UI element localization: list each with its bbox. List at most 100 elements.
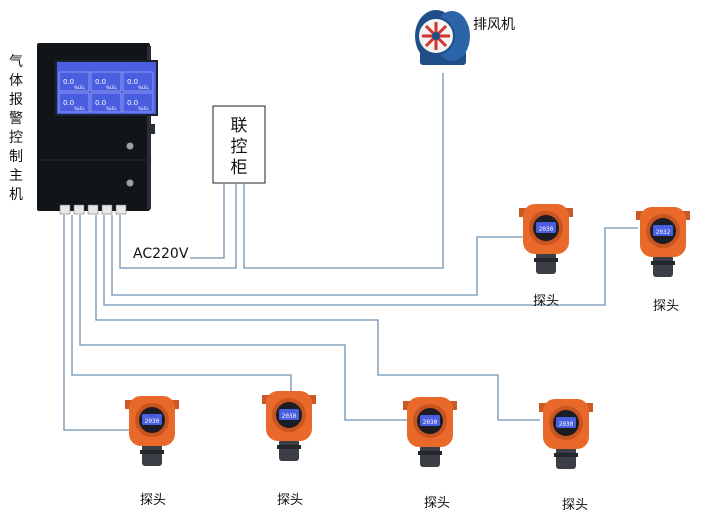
detector-display <box>653 225 673 236</box>
controller-title-char: 报 <box>9 92 23 108</box>
cabinet-label: 联控柜 <box>231 116 248 178</box>
controller-title-char: 主 <box>9 168 23 184</box>
fan-label: 排风机 <box>473 17 515 33</box>
detector-display-value: 2032 <box>656 229 671 236</box>
detector-boss <box>262 395 270 404</box>
detector-display <box>420 415 440 426</box>
screen-cell-value: 0.0 <box>127 78 138 86</box>
screen-cell-value: 0.0 <box>127 99 138 107</box>
detector-display-value: 2030 <box>145 418 160 425</box>
detector-boss <box>403 401 411 410</box>
screen-cell-unit: %LEL <box>74 85 86 90</box>
controller-cable-glands <box>59 204 127 215</box>
detector-display-value: 2030 <box>559 421 574 428</box>
detector-label-6: 探头 <box>653 299 680 314</box>
gas-alarm-controller: 0.0%LEL0.0%LEL0.0%LEL0.0%LEL0.0%LEL0.0%L… <box>9 43 158 215</box>
cabinet-label-char: 联 <box>231 116 248 136</box>
detector-boss <box>636 211 644 220</box>
screen-cell-value: 0.0 <box>63 78 74 86</box>
wire-detector-4 <box>95 215 540 421</box>
screen-cell-value: 0.0 <box>95 99 106 107</box>
gas-detector: 2030 <box>403 397 457 467</box>
detector-boss <box>449 401 457 410</box>
controller-hinge <box>151 124 155 134</box>
detector-display-value: 2030 <box>282 413 297 420</box>
cabinet-label-char: 柜 <box>231 158 248 178</box>
power-label: AC220V <box>133 246 189 262</box>
screen-cell <box>58 71 90 92</box>
wire-detector-2 <box>71 215 292 395</box>
detector-display-value: 2030 <box>423 419 438 426</box>
controller-screen <box>57 62 156 114</box>
detector-sensor-ring <box>554 453 578 457</box>
gas-detector: 2030 <box>539 399 593 469</box>
detector-label-3: 探头 <box>424 496 451 511</box>
fan-hub <box>432 32 440 40</box>
wire-detector-3 <box>79 215 408 421</box>
detector-sensor-ring <box>534 258 558 262</box>
gas-detector: 2030 <box>519 204 573 274</box>
screen-cell-unit: %LEL <box>138 106 150 111</box>
screen-cell-value: 0.0 <box>95 78 106 86</box>
detector-boss <box>565 208 573 217</box>
detector-sensor-ring <box>651 261 675 265</box>
controller-title-char: 控 <box>9 130 23 146</box>
detector-sensor-head <box>653 255 673 277</box>
detector-label-2: 探头 <box>277 493 304 508</box>
controller-title-char: 气 <box>9 54 23 70</box>
controller-lock <box>126 142 134 150</box>
screen-cell-unit: %LEL <box>106 85 118 90</box>
detector-label-5: 探头 <box>533 294 560 309</box>
screen-cell-unit: %LEL <box>106 106 118 111</box>
detector-display <box>556 417 576 428</box>
detector-sensor-ring <box>418 451 442 455</box>
screen-cell-value: 0.0 <box>63 99 74 107</box>
exhaust-fan <box>415 10 470 65</box>
screen-cell-unit: %LEL <box>138 85 150 90</box>
detector-sensor-head <box>279 439 299 461</box>
controller-title-char: 体 <box>9 73 23 89</box>
controller-side <box>147 46 151 209</box>
cabinet-box <box>212 105 266 184</box>
detector-boss <box>308 395 316 404</box>
controller-screen-cells: 0.0%LEL0.0%LEL0.0%LEL0.0%LEL0.0%LEL0.0%L… <box>58 71 154 113</box>
detector-boss <box>539 403 547 412</box>
screen-cell <box>90 92 122 113</box>
detector-display <box>536 222 556 233</box>
detector-label-1: 探头 <box>140 493 167 508</box>
detector-display <box>142 414 162 425</box>
wiring <box>63 73 638 431</box>
detector-sensor-head <box>420 445 440 467</box>
detector-boss <box>519 208 527 217</box>
gas-detector: 2030 <box>125 396 179 466</box>
detector-boss <box>682 211 690 220</box>
detector-boss <box>171 400 179 409</box>
screen-cell <box>122 71 154 92</box>
controller-lock-2 <box>126 179 134 187</box>
wire-detector-5 <box>103 215 638 306</box>
linkage-cabinet: 联控柜 <box>212 105 266 184</box>
detector-display <box>279 409 299 420</box>
gas-detector: 2030 <box>262 391 316 461</box>
wire-cabinet-1 <box>119 184 237 269</box>
screen-cell-unit: %LEL <box>74 106 86 111</box>
gas-detector: 2032 <box>636 207 690 277</box>
detectors: 2030 2030 2030 2030 2030 2032 <box>125 204 690 469</box>
screen-cell <box>122 92 154 113</box>
screen-cell <box>90 71 122 92</box>
controller-title-char: 制 <box>9 149 23 165</box>
wire-power <box>190 184 225 259</box>
detector-sensor-ring <box>277 445 301 449</box>
detector-sensor-ring <box>140 450 164 454</box>
detector-sensor-head <box>556 447 576 469</box>
wire-fan <box>243 73 444 269</box>
detector-label-4: 探头 <box>562 498 589 513</box>
detector-sensor-head <box>536 252 556 274</box>
detector-sensor-head <box>142 444 162 466</box>
detector-display-value: 2030 <box>539 226 554 233</box>
cabinet-label-char: 控 <box>231 137 248 157</box>
detector-boss <box>585 403 593 412</box>
controller-title-char: 警 <box>9 111 23 127</box>
